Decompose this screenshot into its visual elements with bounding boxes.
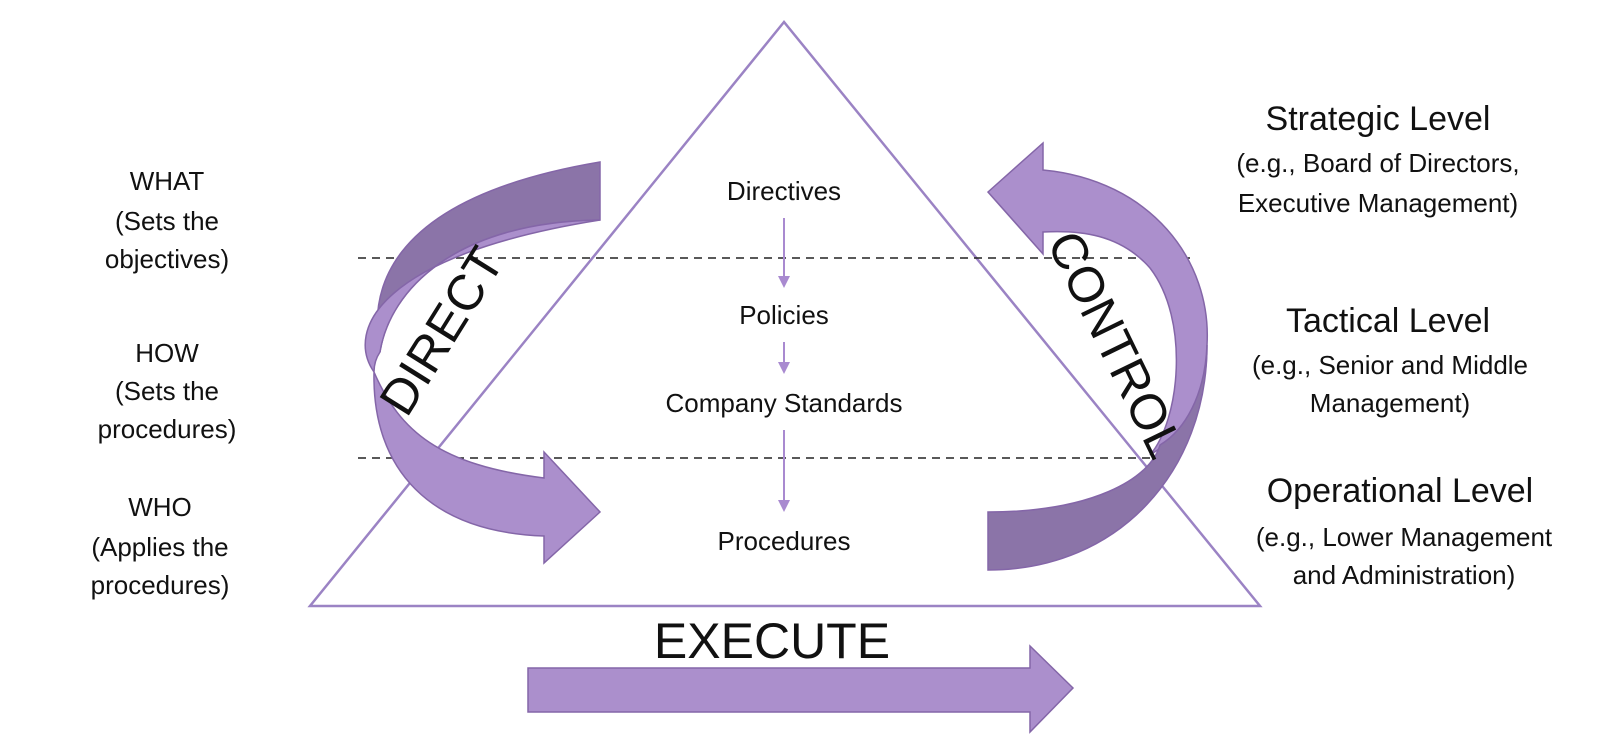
right-label-tactical: Tactical Level (e.g., Senior and Middle …	[1252, 302, 1528, 418]
left-label-how: HOW (Sets the procedures)	[98, 338, 237, 444]
svg-text:objectives): objectives)	[105, 244, 229, 274]
flow-arrow-directives-policies	[778, 218, 790, 288]
svg-text:Management): Management)	[1310, 388, 1470, 418]
svg-text:WHAT: WHAT	[130, 166, 205, 196]
hierarchy-procedures: Procedures	[718, 526, 851, 556]
svg-text:(Sets the: (Sets the	[115, 206, 219, 236]
left-label-what: WHAT (Sets the objectives)	[105, 166, 229, 274]
direct-label: DIRECT	[369, 237, 515, 425]
svg-text:(Sets the: (Sets the	[115, 376, 219, 406]
control-arrow-front	[986, 141, 1208, 456]
svg-text:procedures): procedures)	[98, 414, 237, 444]
right-label-operational: Operational Level (e.g., Lower Managemen…	[1256, 472, 1553, 590]
svg-text:HOW: HOW	[135, 338, 199, 368]
direct-arrow	[364, 161, 602, 565]
pyramid-triangle	[307, 20, 1263, 608]
flow-arrow-standards-procedures	[778, 430, 790, 512]
hierarchy-company-standards: Company Standards	[665, 388, 902, 418]
execute-arrow	[527, 644, 1075, 734]
flow-arrow-policies-standards	[778, 342, 790, 374]
svg-text:procedures): procedures)	[91, 570, 230, 600]
execute-label: EXECUTE	[654, 613, 890, 669]
svg-text:(e.g., Lower Management: (e.g., Lower Management	[1256, 522, 1553, 552]
svg-text:Executive Management): Executive Management)	[1238, 188, 1518, 218]
svg-text:WHO: WHO	[128, 492, 192, 522]
hierarchy-directives: Directives	[727, 176, 841, 206]
svg-text:Tactical Level: Tactical Level	[1286, 302, 1490, 340]
svg-text:(Applies the: (Applies the	[91, 532, 228, 562]
svg-text:(e.g., Board of Directors,: (e.g., Board of Directors,	[1236, 148, 1519, 178]
right-label-strategic: Strategic Level (e.g., Board of Director…	[1236, 100, 1519, 218]
svg-text:Operational Level: Operational Level	[1267, 472, 1534, 510]
direct-arrow-front	[364, 219, 602, 565]
svg-text:(e.g., Senior and Middle: (e.g., Senior and Middle	[1252, 350, 1528, 380]
control-arrow	[986, 141, 1208, 571]
control-arrow-back	[987, 344, 1208, 571]
left-label-who: WHO (Applies the procedures)	[91, 492, 230, 600]
svg-text:Strategic Level: Strategic Level	[1266, 100, 1491, 138]
hierarchy-policies: Policies	[739, 300, 829, 330]
svg-text:and Administration): and Administration)	[1293, 560, 1516, 590]
